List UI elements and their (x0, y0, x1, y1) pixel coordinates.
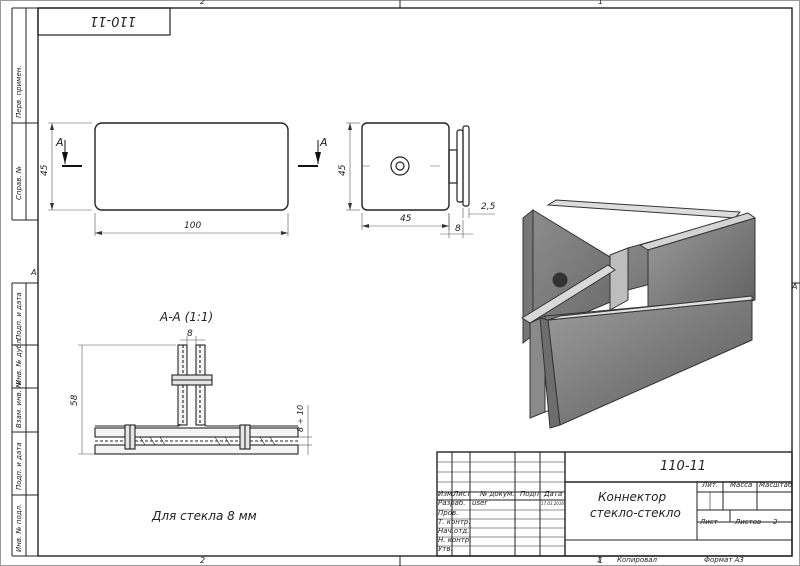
title-sheets: Листов (735, 518, 762, 526)
dim-gap-section: 8 (187, 329, 193, 339)
title-developer: user (472, 499, 488, 507)
drawing-title-line2: стекло-стекло (590, 506, 681, 520)
side-stamp-7: Инв. № подл. (15, 503, 23, 552)
footer-num: 1 (597, 556, 602, 564)
zone-top-left: 2 (200, 0, 206, 6)
drawing-code-top: 110-11 (90, 13, 137, 28)
dim-length: 100 (184, 221, 202, 231)
title-scale: Масштаб (759, 481, 793, 489)
title-row-prov: Пров. (438, 509, 459, 517)
title-sheets-count: 2 (773, 518, 778, 526)
title-col-list: Лист (453, 490, 471, 498)
dim-range: 8 ÷ 10 (296, 404, 305, 432)
view-arrow-left-label: A (56, 136, 64, 149)
footer-copied: Копировал (617, 556, 657, 564)
zone-side-right: A (792, 282, 798, 291)
side-stamp-6: Подп. и дата (15, 442, 23, 490)
side-stamp-2: Справ. № (15, 165, 23, 200)
title-row-tkontr: Т. контр. (438, 518, 471, 526)
side-stamp-1: Перв. примен. (15, 65, 23, 118)
title-sheet: Лист (700, 518, 718, 526)
zone-bottom-left: 2 (200, 556, 206, 565)
zone-bottom-right: 1 (598, 556, 604, 565)
side-stamp-5: Взам. инв. № (15, 380, 23, 428)
view-arrow-right-label: A (320, 136, 328, 149)
dim-height-section: 58 (70, 394, 80, 406)
dim-plate: 2,5 (481, 202, 496, 212)
title-row-utv: Утв. (438, 545, 453, 553)
zone-side-left: A (31, 268, 37, 277)
side-view (346, 122, 495, 238)
side-stamp-4: Инв. № дубл. (15, 337, 23, 385)
title-col-doc: № докум. (480, 490, 515, 498)
title-lit: Лит. (702, 481, 719, 489)
section-label: A-A (1:1) (160, 310, 214, 324)
glass-note: Для стекла 8 мм (152, 509, 257, 523)
title-col-izm: Изм. (438, 490, 455, 498)
drawing-title-line1: Коннектор (598, 490, 667, 504)
title-row-nachotd: Нач.отд. (438, 527, 470, 535)
title-row-nkontr: Н. контр. (438, 536, 472, 544)
section-view (78, 336, 312, 455)
front-view (48, 122, 321, 236)
dim-height-side: 45 (338, 164, 348, 176)
drawing-code-main: 110-11 (660, 459, 707, 474)
dim-gap-side: 8 (455, 224, 461, 234)
code-box-top (37, 7, 171, 36)
dim-height-front: 45 (40, 164, 50, 176)
title-row-razrab: Разраб. (438, 499, 466, 507)
footer-format: Формат А3 (704, 556, 744, 564)
title-date: 17.03.2016 (541, 501, 564, 506)
side-stamp-columns (11, 7, 38, 557)
zone-top-right: 1 (598, 0, 604, 6)
isometric-view (521, 199, 757, 429)
side-stamp-3: Подп. и дата (15, 292, 23, 340)
title-col-date: Дата (544, 490, 563, 498)
title-col-sign: Подп. (520, 490, 542, 498)
title-mass: Масса (730, 481, 753, 489)
dim-width-side: 45 (400, 214, 412, 224)
title-block-grid (436, 451, 793, 557)
